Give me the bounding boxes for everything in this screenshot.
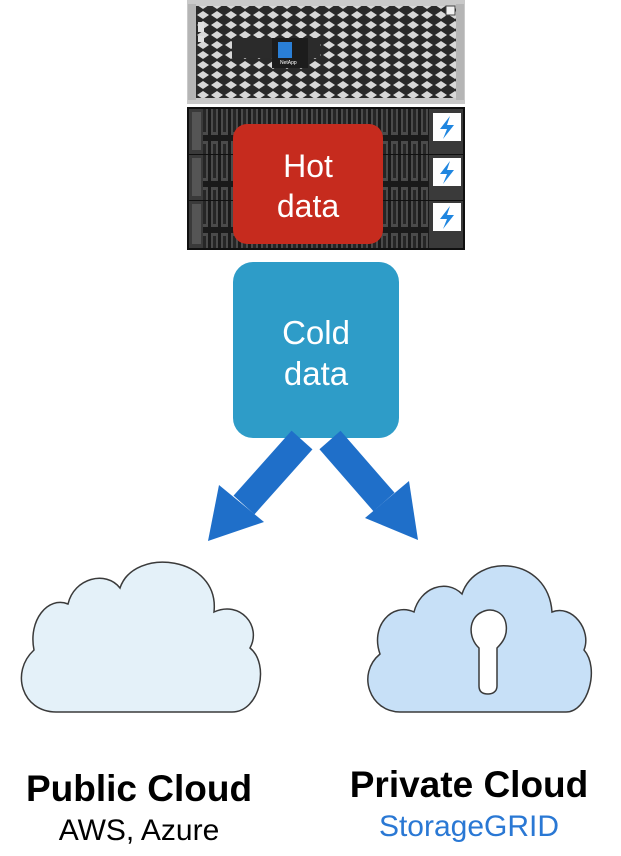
private-cloud-title: Private Cloud [349, 764, 589, 805]
hot-data-line-2: data [276, 188, 340, 224]
lightning-icon [433, 113, 461, 141]
hot-data-line-1: Hot [283, 148, 333, 184]
storage-controller: NetApp [187, 0, 465, 104]
cold-data-box [233, 262, 399, 438]
netapp-logo: NetApp [278, 42, 297, 66]
cold-data-label: Cold data [233, 312, 399, 394]
arrow-to-public-cloud [208, 430, 313, 541]
cold-data-line-2: data [283, 355, 349, 392]
svg-text:NetApp: NetApp [280, 60, 297, 66]
public-cloud-title: Public Cloud [25, 768, 253, 809]
hot-data-box [233, 124, 383, 244]
public-cloud-subtitle: AWS, Azure [58, 814, 220, 847]
lightning-icon [433, 203, 461, 231]
cold-data-line-1: Cold [282, 314, 350, 351]
hot-data-label: Hot data [233, 146, 383, 226]
lightning-icon [433, 158, 461, 186]
public-cloud-icon [20, 561, 262, 713]
arrow-to-private-cloud [319, 430, 418, 540]
lock-icon [470, 609, 508, 695]
private-cloud-subtitle: StorageGRID [378, 810, 560, 843]
